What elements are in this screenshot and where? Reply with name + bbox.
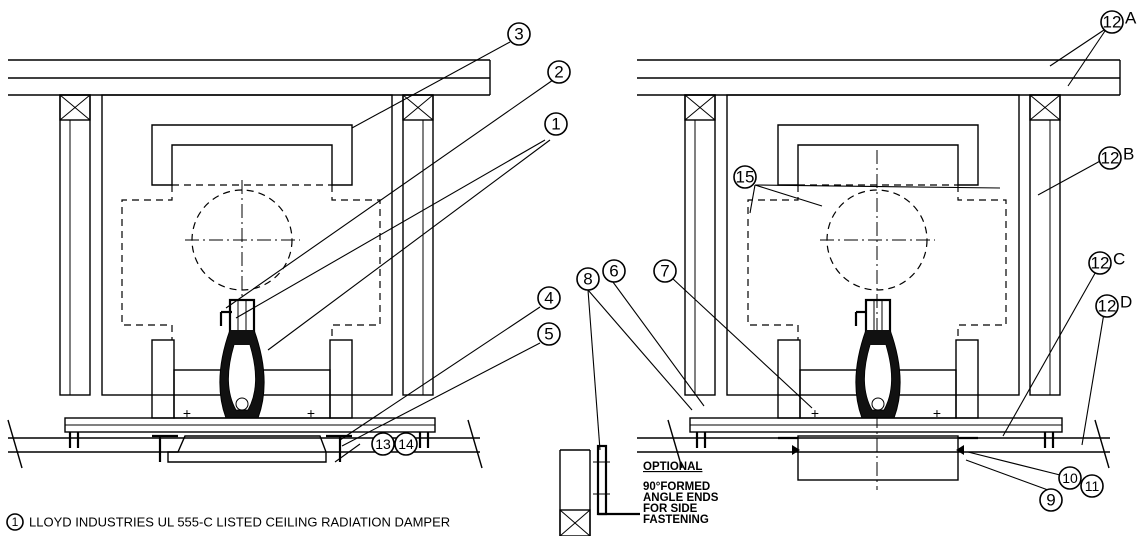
svg-text:11: 11 (1085, 478, 1100, 494)
right-stud-2 (1029, 94, 1061, 396)
left-damper (173, 298, 331, 419)
callout-6: 6 (602, 259, 626, 283)
svg-text:8: 8 (583, 270, 592, 289)
svg-text:2: 2 (554, 63, 563, 82)
svg-text:3: 3 (514, 25, 523, 44)
callout-15: 15 (733, 165, 757, 189)
svg-text:+: + (811, 405, 819, 421)
svg-text:+: + (933, 405, 941, 421)
svg-text:5: 5 (544, 325, 553, 344)
left-upper-enclosure (151, 124, 353, 186)
svg-text:+: + (307, 405, 315, 421)
left-detail: + + (7, 41, 554, 469)
right-top-joist (637, 59, 1121, 96)
svg-text:12: 12 (1103, 13, 1122, 32)
svg-text:D: D (1120, 293, 1132, 312)
right-stud-1 (684, 94, 716, 396)
svg-text:13: 13 (375, 436, 391, 452)
svg-text:4: 4 (544, 289, 553, 308)
svg-text:ANGLE ENDS: ANGLE ENDS (643, 492, 719, 504)
left-duct-outline (121, 185, 381, 340)
svg-text:OPTIONAL: OPTIONAL (643, 461, 702, 473)
callout-14: 14 (394, 432, 418, 456)
right-damper (799, 298, 957, 419)
svg-text:90°FORMED: 90°FORMED (643, 481, 710, 493)
right-ceiling (637, 419, 1110, 469)
svg-text:A: A (1125, 9, 1137, 28)
callout-8: 8 (576, 267, 600, 291)
callout-12d: 12 D (1095, 293, 1132, 318)
callout-3: 3 (507, 22, 531, 46)
svg-text:FASTENING: FASTENING (643, 514, 709, 526)
left-stud-2 (402, 94, 434, 396)
left-top-joist (8, 59, 491, 96)
callout-12c: 12 C (1088, 250, 1125, 275)
callout-7: 7 (653, 259, 677, 283)
callout-5: 5 (537, 322, 561, 346)
svg-text:1: 1 (551, 115, 560, 134)
callout-9: 9 (1039, 488, 1063, 512)
callout-4: 4 (537, 286, 561, 310)
callout-12a: 12 A (1100, 9, 1137, 34)
svg-text:LLOYD INDUSTRIES UL 555-C LIST: LLOYD INDUSTRIES UL 555-C LISTED CEILING… (29, 515, 450, 530)
callout-2: 2 (547, 60, 571, 84)
svg-text:6: 6 (609, 262, 618, 281)
svg-text:12: 12 (1091, 254, 1110, 273)
callout-11: 11 (1080, 474, 1104, 498)
legend: 1 LLOYD INDUSTRIES UL 555-C LISTED CEILI… (6, 513, 450, 531)
svg-text:14: 14 (398, 436, 414, 452)
right-detail: + + (587, 27, 1121, 491)
callout-12b: 12 B (1098, 145, 1134, 170)
svg-text:12: 12 (1098, 297, 1117, 316)
optional-note: OPTIONAL 90°FORMED ANGLE ENDS FOR SIDE F… (643, 461, 719, 526)
left-diffuser (167, 435, 327, 463)
optional-angle-detail (559, 444, 640, 536)
svg-text:9: 9 (1046, 491, 1055, 510)
svg-text:7: 7 (660, 262, 669, 281)
svg-text:+: + (183, 405, 191, 421)
left-stud-1 (59, 94, 91, 396)
svg-text:C: C (1113, 250, 1125, 269)
callout-10: 10 (1058, 466, 1082, 490)
callout-13: 13 (371, 432, 395, 456)
svg-text:FOR SIDE: FOR SIDE (643, 503, 698, 515)
right-sleeve (797, 435, 959, 481)
svg-text:12: 12 (1101, 149, 1120, 168)
callout-1: 1 (544, 112, 568, 136)
svg-text:B: B (1123, 145, 1134, 164)
svg-text:1: 1 (12, 515, 19, 529)
svg-text:10: 10 (1062, 470, 1078, 486)
svg-text:15: 15 (736, 168, 755, 187)
